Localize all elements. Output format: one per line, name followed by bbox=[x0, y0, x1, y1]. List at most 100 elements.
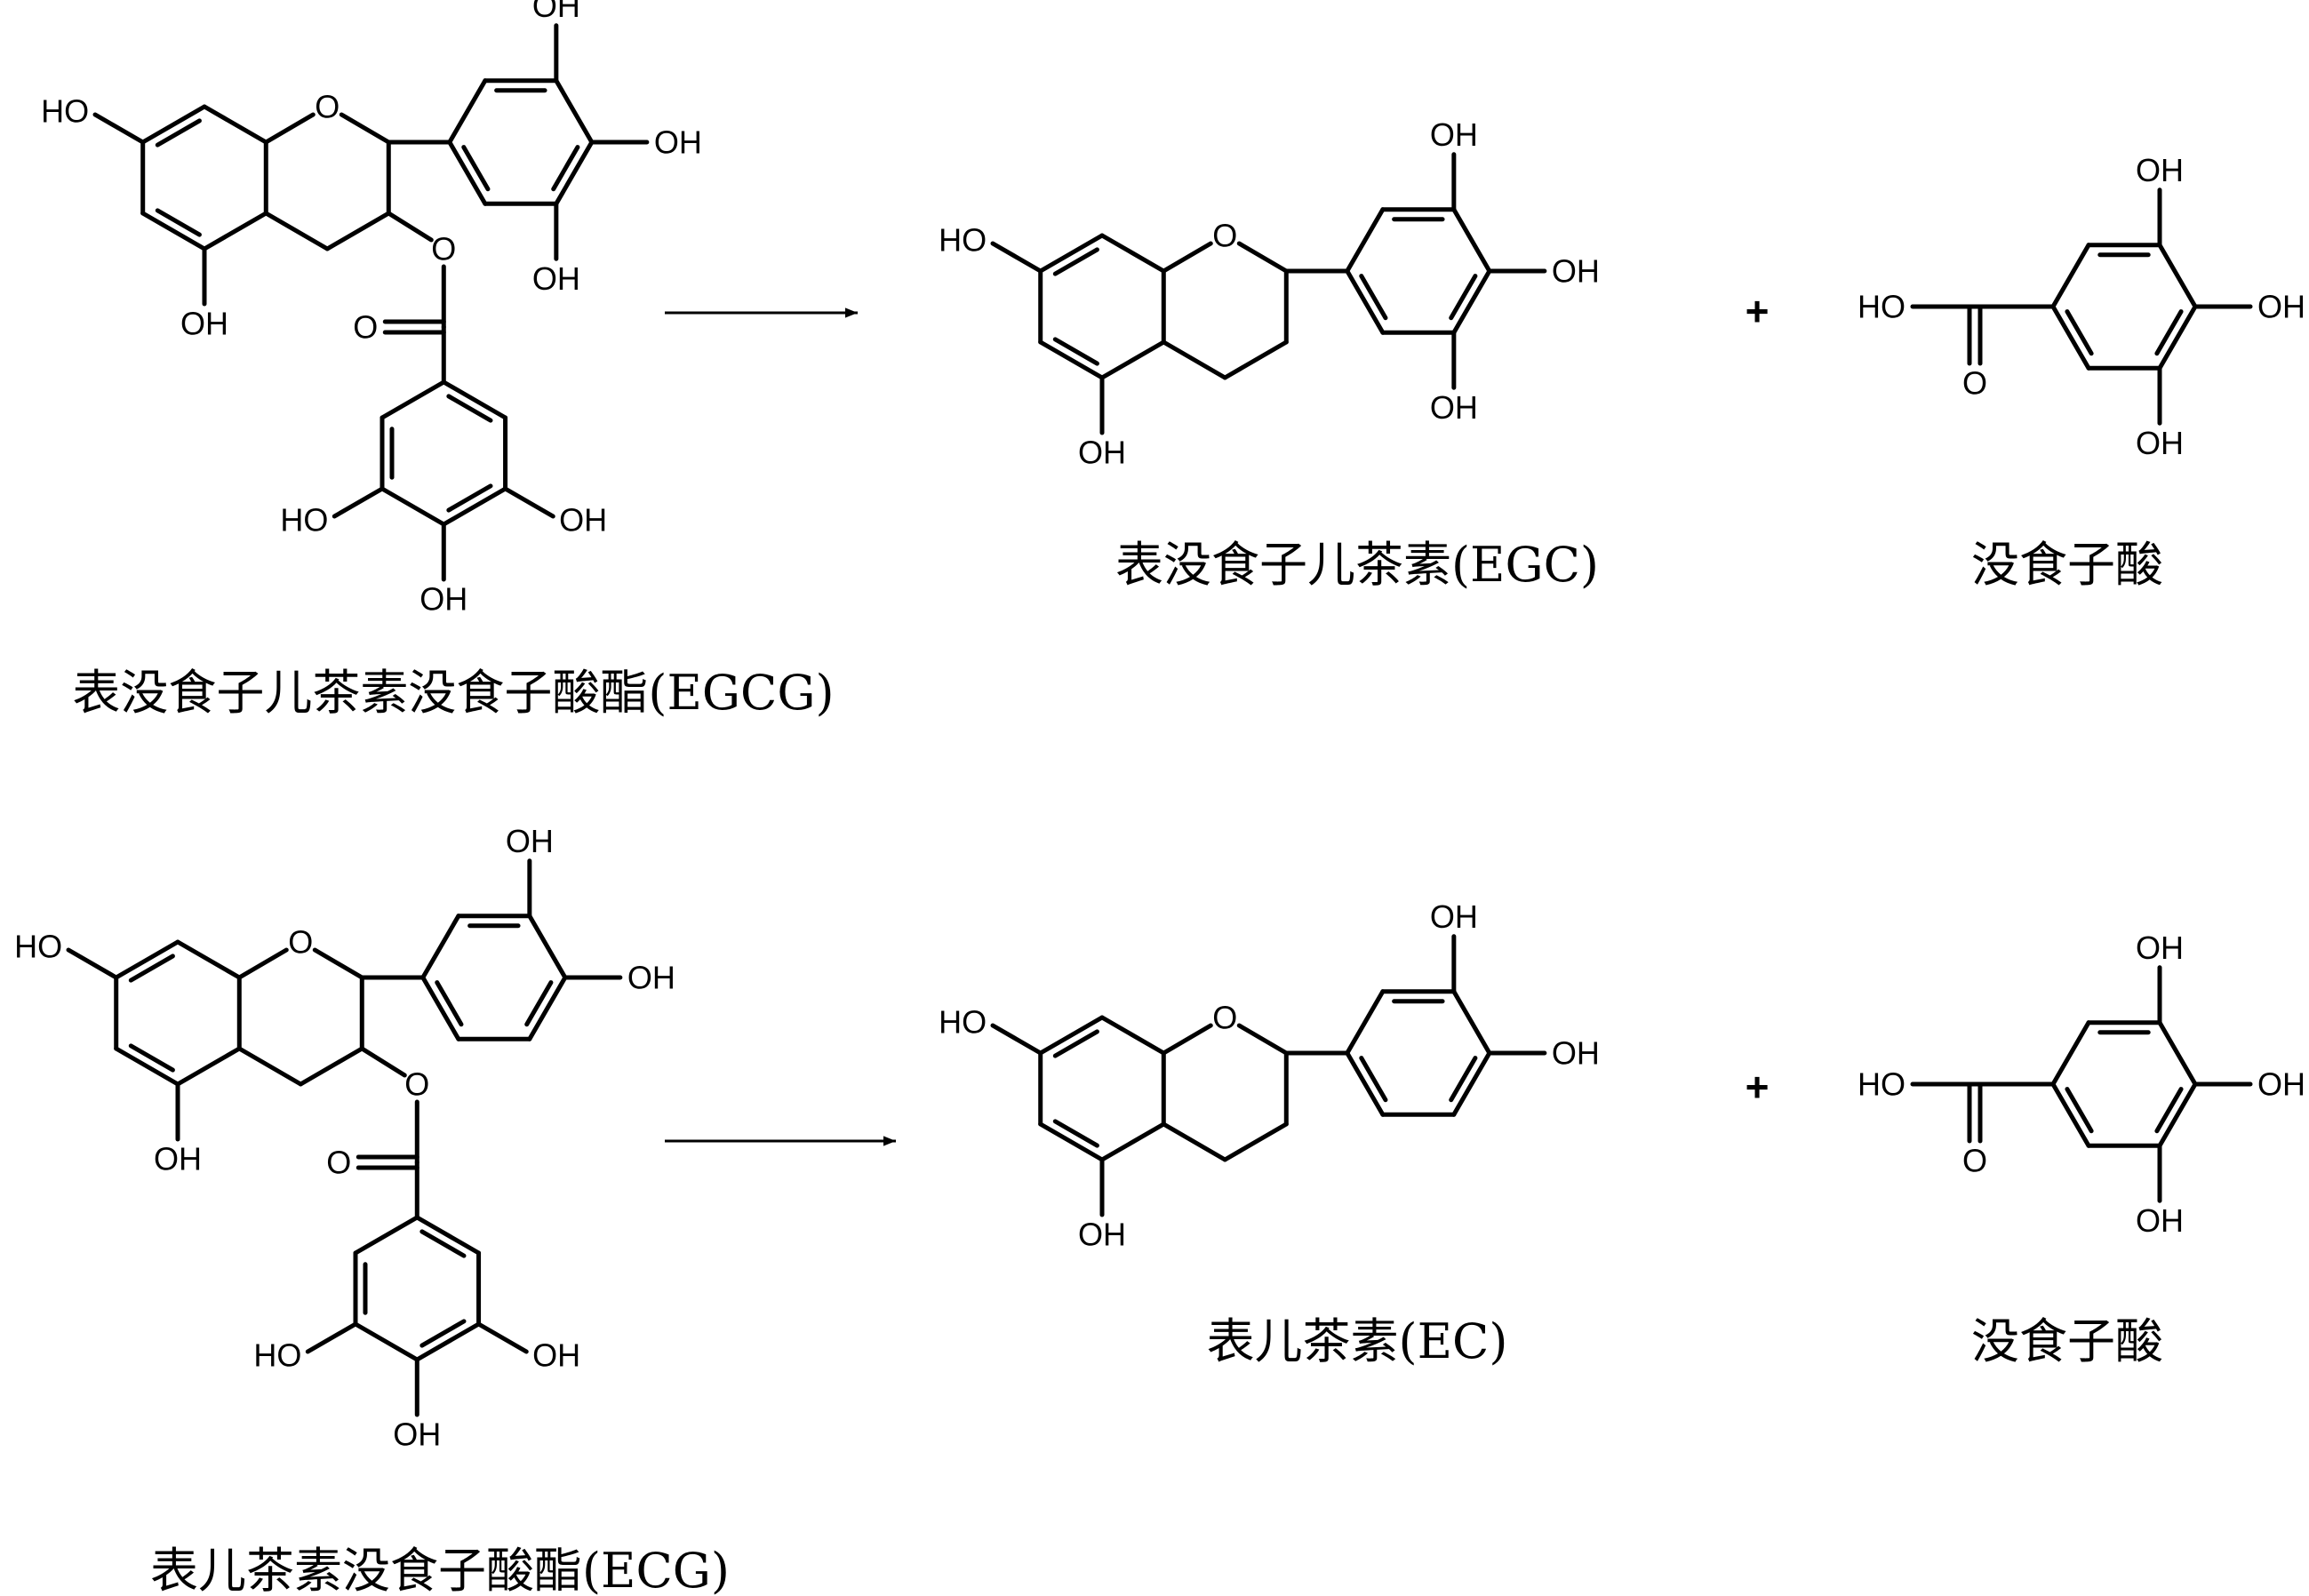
egcg-galloyl-ring-bond bbox=[441, 379, 508, 420]
egc-a-ring-bond bbox=[1099, 233, 1166, 274]
egc-b-ring-double-bond bbox=[1359, 274, 1388, 321]
ec-c-ring-bond bbox=[1236, 1023, 1289, 1056]
egc-b-ring-bond bbox=[1345, 207, 1386, 274]
plus-sign-2: + bbox=[1746, 1064, 1770, 1110]
ec-ho-7-label: HO bbox=[939, 1004, 987, 1041]
ecg-a-ring-bond bbox=[114, 939, 180, 980]
ga2-oh-right-label: OH bbox=[2257, 1066, 2305, 1103]
ga2-ring-double-bond bbox=[2154, 1087, 2184, 1134]
egcg-galloyl-oh-right-label-bond bbox=[503, 486, 555, 519]
ec-b-ring-double-bond bbox=[1359, 1056, 1388, 1103]
egc-a-ring-bond bbox=[1099, 339, 1166, 380]
egcg-oh-5-label: OH bbox=[180, 306, 228, 342]
ecg-ho-7-label-bond bbox=[66, 947, 119, 980]
ecg-c-ring-bond bbox=[236, 947, 289, 980]
ecg-a-ring-bond bbox=[175, 939, 242, 980]
ec-b-ring-bond bbox=[1345, 989, 1386, 1056]
ga1-oh-top-label: OH bbox=[2136, 152, 2184, 188]
egcg-c-ring-bond bbox=[339, 112, 391, 145]
ecg-oh-5-label: OH bbox=[154, 1141, 202, 1177]
egcg-b-ring-bond bbox=[554, 140, 595, 206]
ecg-b-ring-bond bbox=[420, 914, 461, 980]
egcg-a-ring-bond bbox=[140, 211, 207, 251]
ecg-b-ring-double-bond bbox=[435, 980, 464, 1027]
ga2-ring-bond bbox=[2050, 1081, 2091, 1148]
egcg-a-ring-bond bbox=[202, 211, 268, 251]
ecg-galloyl-ring-bond bbox=[414, 1321, 482, 1362]
ec-a-ring-bond bbox=[1099, 1121, 1166, 1162]
egcg-b-ring-bond bbox=[447, 78, 488, 145]
ec-caption: 表儿茶素(EC) bbox=[1207, 1313, 1508, 1369]
egcg-a-ring-double-bond bbox=[155, 208, 202, 237]
egc-c-ring-bond bbox=[1161, 241, 1213, 274]
ga2-oh-top-label: OH bbox=[2136, 930, 2184, 966]
egcg-a-ring-double-bond bbox=[155, 118, 202, 148]
ec-b-ring-double-bond bbox=[1449, 1056, 1478, 1103]
ga1-ring-bond bbox=[2157, 243, 2198, 309]
ecg-c-ring-bond bbox=[312, 947, 364, 980]
ecg-galloyl-ring-bond bbox=[353, 1215, 419, 1256]
ga2-oh-bottom-label: OH bbox=[2136, 1202, 2184, 1239]
ecg-galloyl-oh-right-label-bond bbox=[476, 1321, 529, 1354]
ga2-carboxyl-oxygen-label: O bbox=[1962, 1143, 1987, 1179]
ec-oh-4prime-label: OH bbox=[1552, 1035, 1600, 1072]
egc-oh-3prime-label: OH bbox=[1430, 116, 1478, 153]
ecg-galloyl-ho-label-bond bbox=[305, 1321, 358, 1354]
ecg-carbonyl-oxygen-label: O bbox=[326, 1145, 351, 1181]
egcg-carbonyl-oxygen-label: O bbox=[353, 309, 378, 346]
ga1-ring-bond bbox=[2157, 304, 2198, 371]
ecg-a-ring-bond bbox=[114, 1046, 180, 1087]
ecg-ring-oxygen-label: O bbox=[288, 924, 313, 961]
ecg-a-ring-double-bond bbox=[128, 954, 175, 983]
ecg-b-ring-bond bbox=[527, 914, 568, 980]
ga2-carboxyl-ho-label: HO bbox=[1858, 1066, 1906, 1103]
ec-oh-5-label: OH bbox=[1078, 1217, 1126, 1253]
ec-c-ring-bond bbox=[1222, 1121, 1289, 1162]
egcg-ester-bond bbox=[386, 211, 434, 243]
egcg-galloyl-ho-label-bond bbox=[332, 486, 385, 519]
ec-b-ring-bond bbox=[1451, 1050, 1492, 1117]
ecg-ho-7-label: HO bbox=[14, 929, 62, 965]
egcg-ho-7-label: HO bbox=[41, 93, 89, 130]
egcg-galloyl-ho-label: HO bbox=[280, 502, 328, 539]
egcg-galloyl-oh-bottom-label: OH bbox=[419, 581, 467, 618]
ga2-ring-double-bond bbox=[2065, 1087, 2094, 1134]
egcg-a-ring-bond bbox=[202, 104, 268, 145]
egc-b-ring-bond bbox=[1451, 268, 1492, 335]
ec-a-ring-bond bbox=[1099, 1015, 1166, 1056]
ec-ring-oxygen-label: O bbox=[1212, 1000, 1237, 1036]
ecg-a-ring-bond bbox=[175, 1046, 242, 1087]
ecg-galloyl-ring-bond bbox=[414, 1215, 482, 1256]
egc-ho-7-label-bond bbox=[990, 241, 1043, 274]
ecg-galloyl-ring-double-bond bbox=[419, 1229, 467, 1258]
ec-a-ring-double-bond bbox=[1052, 1119, 1099, 1148]
ga1-ring-double-bond bbox=[2154, 309, 2184, 356]
ec-c-ring-bond bbox=[1161, 1023, 1213, 1056]
ecg-b-ring-bond bbox=[527, 975, 568, 1041]
egcg-c-ring-bond bbox=[324, 211, 391, 251]
egc-a-ring-double-bond bbox=[1052, 337, 1099, 366]
ec-a-ring-double-bond bbox=[1052, 1029, 1099, 1058]
ecg-galloyl-ring-double-bond bbox=[419, 1319, 467, 1348]
egcg-b-ring-double-bond bbox=[461, 145, 491, 192]
ecg-galloyl-ring-bond bbox=[353, 1321, 419, 1362]
egc-c-ring-bond bbox=[1161, 339, 1227, 380]
ecg-a-ring-double-bond bbox=[128, 1043, 175, 1073]
egc-oh-5prime-label: OH bbox=[1430, 389, 1478, 426]
ga1-oh-bottom-label: OH bbox=[2136, 425, 2184, 461]
ecg-oh-3prime-label: OH bbox=[506, 823, 554, 859]
egcg-b-ring-bond bbox=[554, 78, 595, 145]
egcg-a-ring-bond bbox=[140, 104, 207, 145]
egc-ho-7-label: HO bbox=[939, 222, 987, 259]
egcg-c-ring-bond bbox=[263, 211, 330, 251]
ga1-carboxyl-oxygen-label: O bbox=[1962, 365, 1987, 402]
egcg-galloyl-ring-double-bond bbox=[446, 483, 493, 513]
egc-a-ring-double-bond bbox=[1052, 247, 1099, 276]
gallic-acid-caption-1: 没食子酸 bbox=[1971, 537, 2163, 593]
egc-c-ring-bond bbox=[1236, 241, 1289, 274]
